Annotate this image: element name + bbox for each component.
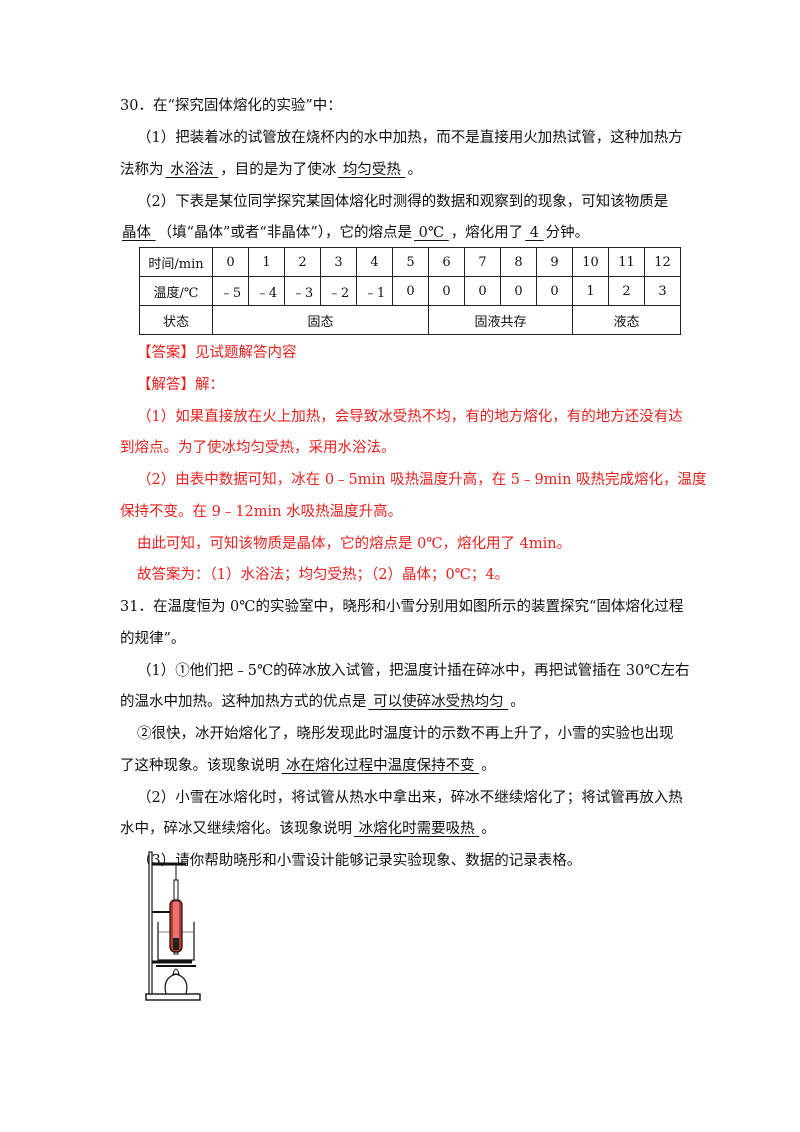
table-cell: 0 [212, 247, 249, 277]
q31-answer-blank-2: 冰在熔化过程中温度保持不变 [281, 758, 480, 774]
table-header-state: 状态 [139, 305, 213, 335]
q31-part2-line1: （2）小雪在冰熔化时，将试管从热水中拿出来，碎冰不继续熔化了；将试管再放入热 [137, 790, 683, 806]
q30-answer-blank-4: 0℃ [414, 225, 449, 241]
q30-part1-text: 法称为 [120, 162, 164, 178]
table-cell: 7 [464, 247, 501, 277]
q30-part1-line2: 法称为 水浴法 ，目的是为了使冰 均匀受热 。 [120, 160, 422, 180]
test-tube-highlight [173, 902, 179, 942]
q30-part2-line1: （2）下表是某位同学探究某固体熔化时测得的数据和观察到的现象，可知该物质是 [137, 194, 669, 210]
table-row-state: 状态 固态 固液共存 液态 [139, 305, 681, 335]
table-cell: 0 [464, 276, 501, 306]
table-cell: 4 [356, 247, 393, 277]
table-cell: 0 [392, 276, 429, 306]
q31-part1-line1: （1）①他们把﹣5℃的碎冰放入试管，把温度计插在碎冰中，再把试管插在 30℃左右 [137, 663, 690, 679]
table-row-time: 时间/min 0 1 2 3 4 5 6 7 8 9 10 11 12 [139, 247, 681, 277]
table-cell: 1 [248, 247, 285, 277]
table-cell: 2 [284, 247, 321, 277]
table-cell-state-liquid: 液态 [572, 305, 681, 335]
q31-part1-line2: 的温水中加热。这种加热方式的优点是 可以使碎冰受热均匀 。 [120, 692, 525, 712]
table-cell: 8 [500, 247, 537, 277]
q31-part2-text: 。 [481, 821, 496, 837]
table-cell: 3 [644, 276, 681, 306]
table-cell: 9 [536, 247, 573, 277]
q31-part1b-line1: ②很快，冰开始熔化了，晓彤发现此时温度计的示数不再上升了，小雪的实验也出现 [137, 726, 674, 742]
table-header-time: 时间/min [139, 247, 213, 277]
table-cell: 12 [644, 247, 681, 277]
q31-part1-text: 。 [510, 694, 525, 710]
q31-part2-text: 水中，碎冰又继续熔化。该现象说明 [120, 821, 352, 837]
stand-pole [148, 851, 153, 995]
table-cell: 2 [608, 276, 645, 306]
q30-answer-blank-3: 晶体 [122, 225, 156, 241]
q30-title: 30．在“探究固体熔化的实验”中： [120, 98, 342, 114]
q31-part1b-line2: 了这种现象。该现象说明 冰在熔化过程中温度保持不变 。 [120, 756, 496, 776]
table-cell: 10 [572, 247, 609, 277]
table-header-temp: 温度/℃ [139, 276, 213, 306]
data-table: 时间/min 0 1 2 3 4 5 6 7 8 9 10 11 12 温度/℃… [139, 247, 681, 335]
q30-analysis-2-line1: （2）由表中数据可知，冰在 0﹣5min 吸热温度升高，在 5﹣9min 吸热完… [137, 472, 707, 488]
q30-analysis-1-line1: （1）如果直接放在火上加热，会导致冰受热不均，有的地方熔化，有的地方还没有达 [137, 409, 683, 425]
q30-answer-blank-5: 4 [525, 225, 544, 241]
q30-part1-text: 。 [407, 162, 422, 178]
table-cell: ﹣2 [320, 276, 357, 306]
table-cell: 6 [428, 247, 465, 277]
q30-answer-blank-2: 均匀受热 [338, 162, 406, 178]
table-cell: ﹣3 [284, 276, 321, 306]
table-row-temp: 温度/℃ ﹣5 ﹣4 ﹣3 ﹣2 ﹣1 0 0 0 0 0 1 2 3 [139, 276, 681, 306]
table-cell: 1 [572, 276, 609, 306]
alcohol-lamp [164, 973, 188, 995]
q30-part2-line2: 晶体 （填“晶体”或者“非晶体”），它的熔点是 0℃ ，熔化用了 4 分钟。 [120, 223, 589, 243]
q30-analysis-conclusion: 由此可知，可知该物质是晶体，它的熔点是 0℃，熔化用了 4min。 [137, 536, 572, 552]
q30-analysis-2-line2: 保持不变。在 9﹣12min 水吸热温度升高。 [120, 504, 403, 520]
q31-title-line1: 31．在温度恒为 0℃的实验室中，晓彤和小雪分别用如图所示的装置探究“固体熔化过… [120, 599, 684, 615]
stand-base [145, 993, 201, 1001]
crushed-ice [173, 938, 179, 950]
q30-part1-text: ，目的是为了使冰 [220, 162, 337, 178]
table-cell: 0 [428, 276, 465, 306]
q30-part2-text: 分钟。 [545, 225, 590, 241]
q31-part3: （3）请你帮助晓彤和小雪设计能够记录实验现象、数据的记录表格。 [137, 853, 582, 869]
apparatus-illustration [145, 851, 201, 1001]
table-cell: ﹣5 [212, 276, 249, 306]
q31-answer-blank-3: 冰熔化时需要吸热 [354, 821, 480, 837]
q30-answer-label: 【答案】见试题解答内容 [137, 345, 297, 361]
table-cell: 3 [320, 247, 357, 277]
table-cell: ﹣1 [356, 276, 393, 306]
table-cell-state-solid: 固态 [212, 305, 429, 335]
flame [172, 968, 180, 975]
q31-part1b-text: 了这种现象。该现象说明 [120, 758, 280, 774]
q30-part2-text: （填“晶体”或者“非晶体”），它的熔点是 [157, 225, 413, 241]
q30-final-answer: 故答案为：（1）水浴法；均匀受热；（2）晶体；0℃；4。 [137, 567, 510, 583]
q31-part1-text: 的温水中加热。这种加热方式的优点是 [120, 694, 367, 710]
table-cell: 0 [536, 276, 573, 306]
table-cell: ﹣4 [248, 276, 285, 306]
table-cell-state-mixed: 固液共存 [428, 305, 573, 335]
q30-analysis-1-line2: 到熔点。为了使冰均匀受热，采用水浴法。 [120, 440, 396, 456]
q30-part2-text: ，熔化用了 [450, 225, 524, 241]
table-cell: 11 [608, 247, 645, 277]
q30-analysis-heading: 【解答】解： [137, 377, 224, 393]
q31-part2-line2: 水中，碎冰又继续熔化。该现象说明 冰熔化时需要吸热 。 [120, 819, 496, 839]
q30-answer-blank-1: 水浴法 [165, 162, 219, 178]
q31-part1b-text: 。 [481, 758, 496, 774]
table-cell: 5 [392, 247, 429, 277]
q31-answer-blank-1: 可以使碎冰受热均匀 [368, 694, 509, 710]
q31-title-line2: 的规律”。 [120, 631, 186, 647]
q30-part1-line1: （1）把装着冰的试管放在烧杯内的水中加热，而不是直接用火加热试管，这种加热方 [137, 130, 683, 146]
beaker [157, 922, 195, 961]
table-cell: 0 [500, 276, 537, 306]
